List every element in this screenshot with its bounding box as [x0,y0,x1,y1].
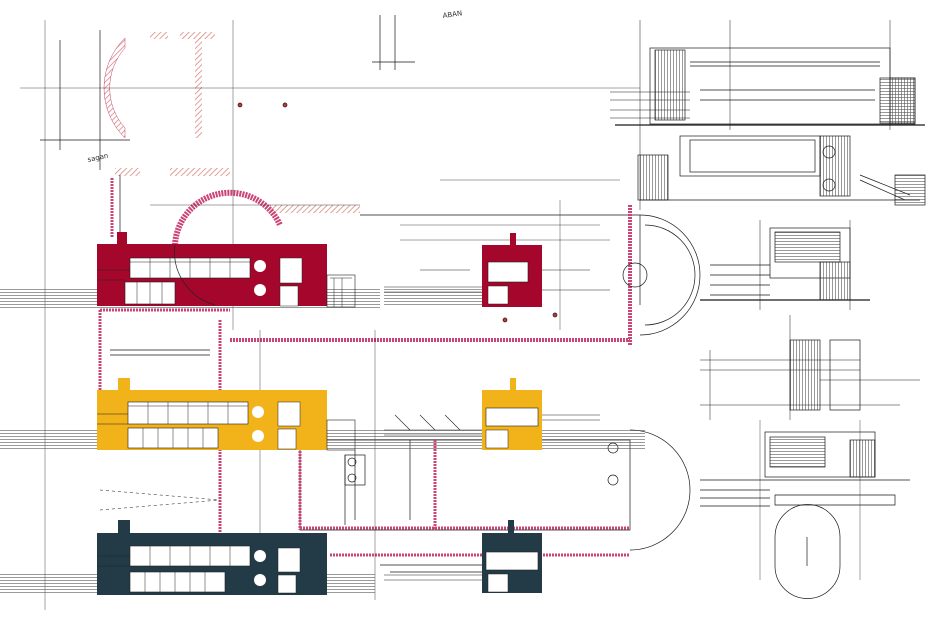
elevation-yellow [0,378,645,451]
annotation-label: ABAN [442,9,463,20]
section-drawings-layer [610,20,926,599]
elevation-navy [0,520,542,595]
semicircle-wall [103,37,126,139]
annotation-label: sagan [87,152,109,164]
elevation-red [0,232,610,309]
